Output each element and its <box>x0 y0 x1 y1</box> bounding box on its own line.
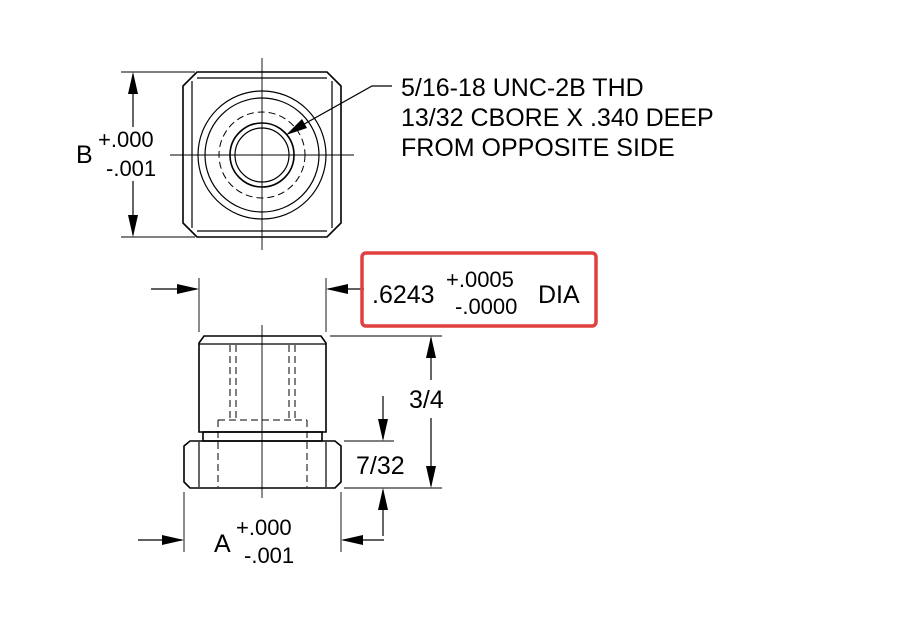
dimension-flange: 7/32 <box>344 396 405 536</box>
flange-value: 7/32 <box>356 452 405 480</box>
dimension-a-plus-tolerance: +.000 <box>236 515 292 540</box>
top-view-outline <box>182 71 342 238</box>
side-view-body-outline <box>198 335 327 433</box>
dimension-b-plus-tolerance: +.000 <box>98 127 154 152</box>
arrowhead <box>326 284 348 294</box>
arrowhead <box>378 419 388 441</box>
arrowhead <box>341 535 363 545</box>
arrowhead <box>426 466 436 488</box>
leader-line <box>289 85 392 133</box>
arrowhead <box>426 336 436 358</box>
arrowhead <box>128 215 138 237</box>
side-view <box>183 325 342 498</box>
thread-callout-line-1: 5/16-18 UNC-2B THD <box>401 74 644 102</box>
thread-callout-line-2: 13/32 CBORE X .340 DEEP <box>401 104 714 132</box>
highlight-box <box>360 251 598 328</box>
height-value: 3/4 <box>409 386 444 414</box>
arrowhead <box>177 284 199 294</box>
side-view-flange-outline <box>183 440 342 489</box>
dimension-a-letter: A <box>214 530 231 558</box>
side-view-relief-groove <box>202 431 323 442</box>
dimension-a-minus-tolerance: -.001 <box>244 543 294 568</box>
diameter-suffix: DIA <box>538 281 580 309</box>
thread-callout: 5/16-18 UNC-2B THD 13/32 CBORE X .340 DE… <box>286 74 714 162</box>
dimension-b-minus-tolerance: -.001 <box>106 156 156 181</box>
thread-callout-line-3: FROM OPPOSITE SIDE <box>401 134 675 162</box>
arrowhead <box>378 488 388 510</box>
top-view <box>170 58 354 250</box>
dimension-height: 3/4 <box>330 335 444 489</box>
diameter-plus-tolerance: +.0005 <box>446 267 514 292</box>
arrowhead <box>162 535 184 545</box>
dimension-b: B +.000 -.001 <box>76 71 195 238</box>
leader-arrowhead <box>286 119 307 135</box>
dimension-b-letter: B <box>76 141 93 169</box>
diameter-value: .6243 <box>372 281 435 309</box>
diameter-minus-tolerance: -.0000 <box>455 294 517 319</box>
dimension-a: A +.000 -.001 <box>138 492 384 568</box>
dimension-diameter: .6243 +.0005 -.0000 DIA <box>151 251 598 332</box>
arrowhead <box>128 72 138 94</box>
